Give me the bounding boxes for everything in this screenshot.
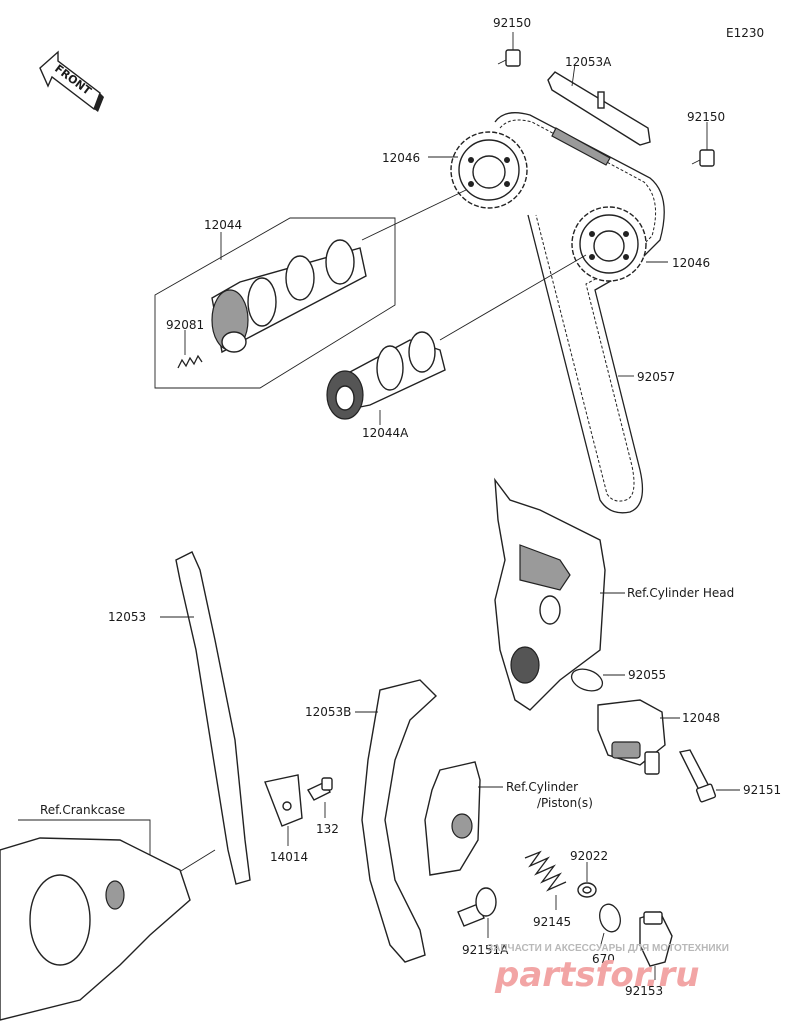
watermark-brand: partsfor.ru xyxy=(494,955,700,995)
sprocket-12046-right xyxy=(571,206,668,282)
label-12053A: 12053A xyxy=(565,55,612,69)
bolt-92150-top xyxy=(497,32,521,67)
label-92150-top: 92150 xyxy=(493,16,531,30)
label-92022: 92022 xyxy=(570,849,608,863)
camshaft-12044A xyxy=(326,254,587,425)
front-arrow-icon: FRONT xyxy=(39,50,104,112)
label-92057: 92057 xyxy=(637,370,675,384)
chain-guide-12053A xyxy=(547,63,651,146)
label-92151A: 92151A xyxy=(462,943,509,957)
label-12046-right: 12046 xyxy=(672,256,710,270)
cap-bolt-92153 xyxy=(639,911,673,980)
label-132: 132 xyxy=(316,822,339,836)
camshaft-12044 xyxy=(211,239,367,354)
cylinder-head-reference xyxy=(494,477,625,711)
label-ref-cylinder-head: Ref.Cylinder Head xyxy=(627,586,734,600)
label-12053: 12053 xyxy=(108,610,146,624)
bolt-132 xyxy=(307,777,333,818)
label-92151: 92151 xyxy=(743,783,781,797)
bolt-92151 xyxy=(678,749,740,803)
chain-guide-12053 xyxy=(160,551,251,885)
label-670: 670 xyxy=(592,952,615,966)
label-92055: 92055 xyxy=(628,668,666,682)
chain-guide-12053B xyxy=(355,679,438,963)
label-12053B: 12053B xyxy=(305,705,351,719)
label-12044: 12044 xyxy=(204,218,242,232)
washer-92022 xyxy=(577,862,597,898)
label-14014: 14014 xyxy=(270,850,308,864)
spring-92145 xyxy=(524,850,567,910)
o-ring-670 xyxy=(599,903,621,949)
plate-14014 xyxy=(264,774,303,846)
sprocket-12046-left xyxy=(428,131,528,209)
label-12044A: 12044A xyxy=(362,426,409,440)
spring-92081 xyxy=(177,330,203,369)
label-ref-cylinder-line1: Ref.Cylinder xyxy=(506,780,578,794)
label-92150-right: 92150 xyxy=(687,110,725,124)
bolt-92151A xyxy=(457,887,497,938)
watermark-subtitle: ЗАПЧАСТИ И АКСЕССУАРЫ ДЛЯ МОТОТЕХНИКИ xyxy=(487,943,729,954)
label-92081: 92081 xyxy=(166,318,204,332)
camshaft-12044-group-box xyxy=(154,189,467,389)
cylinder-piston-reference xyxy=(424,761,503,876)
label-ref-crankcase: Ref.Crankcase xyxy=(40,803,125,817)
diagram-code: E1230 xyxy=(726,26,764,40)
label-12048: 12048 xyxy=(682,711,720,725)
bolt-92150-right xyxy=(691,122,715,167)
tensioner-12048 xyxy=(597,699,680,775)
label-12046-left: 12046 xyxy=(382,151,420,165)
label-92145: 92145 xyxy=(533,915,571,929)
o-ring-92055 xyxy=(570,668,625,692)
crankcase-reference xyxy=(0,819,216,1021)
label-92153: 92153 xyxy=(625,984,663,998)
label-ref-cylinder-line2: /Piston(s) xyxy=(537,796,593,810)
